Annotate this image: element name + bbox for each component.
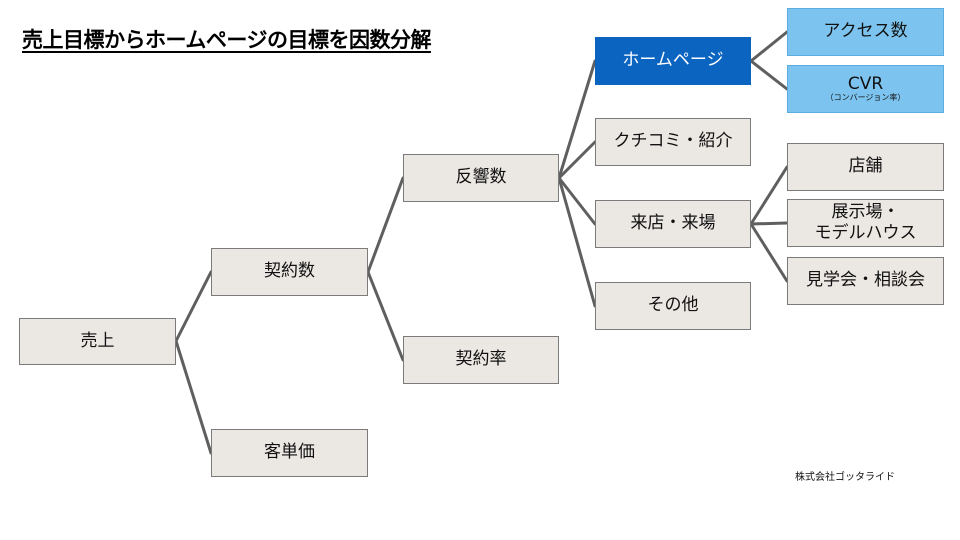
node-store-label: 店舗 bbox=[848, 156, 883, 177]
node-cvr: CVR （コンバージョン率） bbox=[787, 65, 944, 113]
node-contracts: 契約数 bbox=[211, 248, 368, 296]
node-access-count-label: アクセス数 bbox=[823, 21, 908, 42]
node-visits-label: 来店・来場 bbox=[630, 213, 716, 234]
node-cvr-label: CVR bbox=[847, 74, 884, 95]
node-sales: 売上 bbox=[19, 318, 176, 365]
node-responses: 反響数 bbox=[403, 154, 559, 202]
edge-responses-wom bbox=[557, 140, 597, 180]
page-title: 売上目標からホームページの目標を因数分解 bbox=[22, 28, 431, 52]
node-contracts-label: 契約数 bbox=[264, 261, 315, 282]
node-homepage-label: ホームページ bbox=[622, 50, 724, 71]
node-store: 店舗 bbox=[787, 143, 944, 191]
edge-sales-unitprice bbox=[174, 339, 213, 455]
edge-responses-homepage bbox=[557, 59, 597, 180]
node-unit-price-label: 客単価 bbox=[264, 442, 315, 463]
edge-responses-visits bbox=[557, 176, 597, 226]
edge-visits-store bbox=[749, 165, 789, 226]
edge-homepage-cvr bbox=[749, 59, 789, 91]
node-showroom: 展示場・ モデルハウス bbox=[787, 199, 944, 247]
node-access-count: アクセス数 bbox=[787, 8, 944, 56]
node-sales-label: 売上 bbox=[80, 330, 115, 351]
node-unit-price: 客単価 bbox=[211, 429, 368, 477]
node-tours-label: 見学会・相談会 bbox=[806, 270, 925, 291]
node-showroom-line1: 展示場・ bbox=[831, 201, 900, 222]
node-other-label: その他 bbox=[647, 295, 699, 316]
node-word-of-mouth: クチコミ・紹介 bbox=[595, 118, 751, 166]
company-name: 株式会社ゴッタライド bbox=[795, 472, 895, 483]
edge-visits-showroom bbox=[749, 221, 789, 226]
edge-visits-tours bbox=[749, 222, 789, 283]
node-homepage: ホームページ bbox=[595, 37, 751, 85]
edge-contracts-rate bbox=[366, 270, 405, 362]
node-contract-rate: 契約率 bbox=[403, 336, 559, 384]
edge-sales-contracts bbox=[174, 270, 213, 343]
node-showroom-line2: モデルハウス bbox=[814, 223, 917, 243]
edge-contracts-responses bbox=[366, 176, 405, 274]
node-cvr-note: （コンバージョン率） bbox=[825, 92, 906, 102]
node-word-of-mouth-label: クチコミ・紹介 bbox=[613, 131, 733, 152]
node-tours: 見学会・相談会 bbox=[787, 257, 944, 305]
edge-responses-other bbox=[557, 176, 597, 308]
node-other: その他 bbox=[595, 282, 751, 330]
node-visits: 来店・来場 bbox=[595, 200, 751, 248]
node-contract-rate-label: 契約率 bbox=[455, 349, 507, 370]
edge-homepage-access bbox=[749, 30, 789, 63]
node-responses-label: 反響数 bbox=[455, 167, 507, 188]
